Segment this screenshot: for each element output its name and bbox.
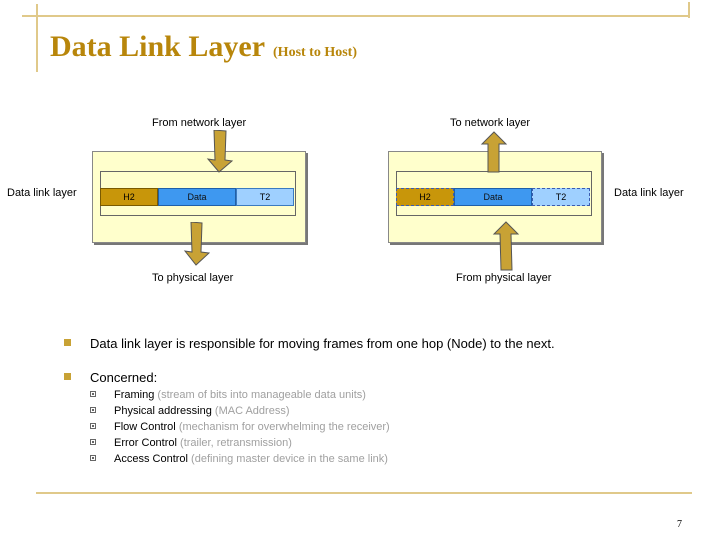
sub-bullet-box-icon [90,455,96,461]
right-to-network-label: To network layer [450,117,531,129]
right-trailer-t2: T2 [532,188,590,206]
sub-bullet-box-icon [90,423,96,429]
left-trailer-t2: T2 [236,188,294,206]
right-data: Data [454,188,532,206]
sub-bullet-desc: (trailer, retransmission) [180,437,292,449]
sub-bullet-desc: (mechanism for overwhelming the receiver… [178,421,390,433]
sub-bullet-term: Physical addressing [114,405,212,417]
right-frame: H2 Data T2 [396,188,590,206]
title-main: Data Link Layer [50,30,266,63]
sub-bullet-box-icon [90,391,96,397]
sub-bullet-term: Framing [114,389,155,401]
left-header-h2: H2 [100,188,158,206]
sub-bullet-term: Access Control [114,453,188,465]
left-frame: H2 Data T2 [100,188,294,206]
sub-bullet-desc: (stream of bits into manageable data uni… [157,389,366,401]
left-to-physical-label: To physical layer [152,272,234,284]
left-down-arrow-out-icon [183,222,211,266]
sub-bullet-term: Flow Control [114,421,176,433]
slide-title: Data Link Layer (Host to Host) [50,30,357,64]
right-up-arrow-out-icon [480,131,508,173]
right-from-physical-label: From physical layer [456,272,552,284]
sub-bullet-desc: (MAC Address) [214,405,290,417]
bullet-text: Data link layer is responsible for movin… [90,336,555,351]
frame-line-right [688,2,690,18]
left-data: Data [158,188,236,206]
frame-line-left [36,4,38,72]
sub-bullet-term: Error Control [114,437,177,449]
sub-bullet-box-icon [90,439,96,445]
bullet-square-icon [64,339,71,346]
bullet-square-icon [64,373,71,380]
page-number: 7 [677,519,682,530]
sub-bullet-desc: (defining master device in the same link… [191,453,388,465]
left-from-network-label: From network layer [152,117,247,129]
left-side-label: Data link layer [7,187,77,199]
right-header-h2: H2 [396,188,454,206]
right-side-label: Data link layer [614,187,684,199]
bullet-text: Concerned: [90,370,158,385]
left-down-arrow-in-icon [206,130,234,173]
frame-line-top [22,15,690,17]
right-up-arrow-in-icon [492,221,520,271]
title-sub: (Host to Host) [273,45,358,60]
sub-bullet-box-icon [90,407,96,413]
frame-line-bottom [36,492,692,494]
